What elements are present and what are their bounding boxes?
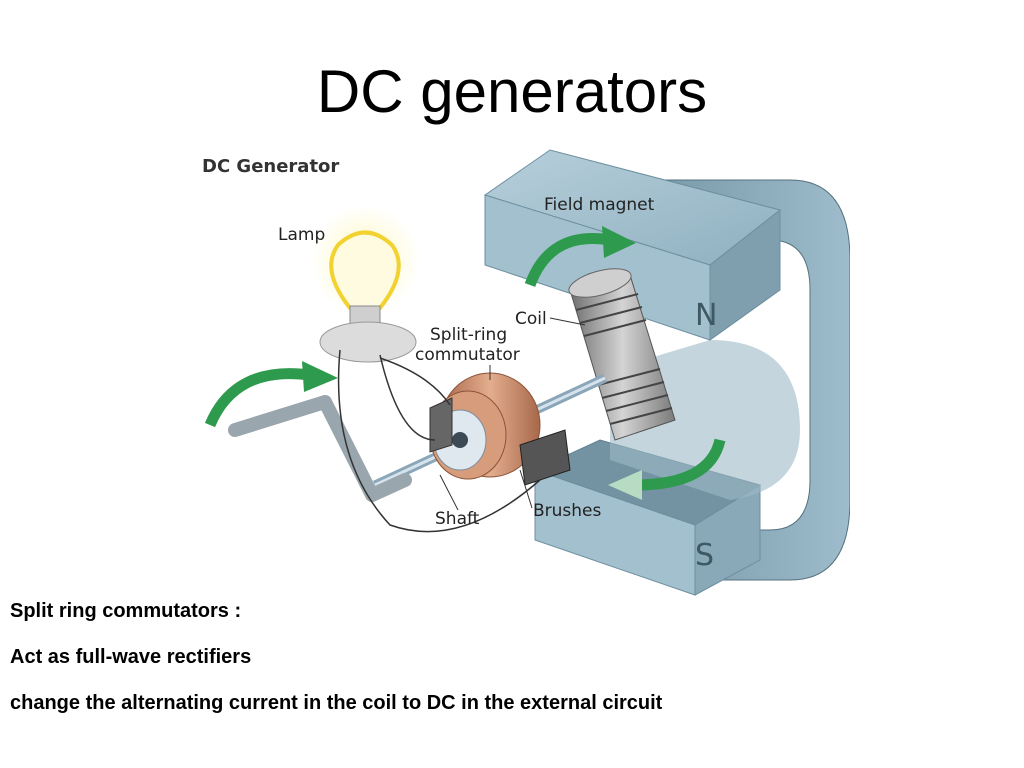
arrow-head-left-icon bbox=[302, 361, 338, 392]
rotation-arrow-left bbox=[204, 368, 311, 428]
bullet-item-3: change the alternating current in the co… bbox=[10, 692, 663, 714]
lamp bbox=[310, 205, 420, 363]
arrow-head-top-icon bbox=[602, 226, 636, 258]
label-commutator-line1: Split-ring bbox=[430, 325, 507, 345]
label-lamp: Lamp bbox=[278, 225, 325, 245]
leader-lines bbox=[439, 317, 586, 511]
arrow-head-right-icon bbox=[608, 470, 642, 500]
dc-generator-illustration: DC Generator Field magnet Lamp Coil Spli… bbox=[202, 149, 850, 596]
field-magnet bbox=[483, 149, 850, 596]
label-pole-south: S bbox=[695, 538, 714, 573]
label-pole-north: N bbox=[695, 298, 717, 333]
label-commutator-line2: commutator bbox=[415, 345, 520, 365]
label-field-magnet: Field magnet bbox=[544, 195, 655, 215]
bullet-item-1: Split ring commutators : bbox=[10, 600, 242, 622]
rotation-arrow-right bbox=[634, 438, 726, 491]
label-coil: Coil bbox=[515, 309, 547, 329]
slide-title: DC generators bbox=[316, 58, 708, 125]
diagram-title: DC Generator bbox=[202, 156, 339, 177]
label-shaft: Shaft bbox=[435, 509, 480, 529]
brushes bbox=[429, 397, 571, 486]
dc-generator-diagram: DC Generator Field magnet Lamp Coil Spli… bbox=[190, 140, 850, 600]
label-brushes: Brushes bbox=[533, 501, 602, 521]
crank-handle bbox=[228, 395, 412, 502]
wires bbox=[337, 349, 541, 533]
bullet-item-2: Act as full-wave rectifiers bbox=[10, 646, 252, 668]
bullet-list: Split ring commutators : Act as full-wav… bbox=[10, 598, 1010, 736]
rotation-arrow-top bbox=[524, 233, 611, 288]
coil bbox=[568, 268, 676, 441]
